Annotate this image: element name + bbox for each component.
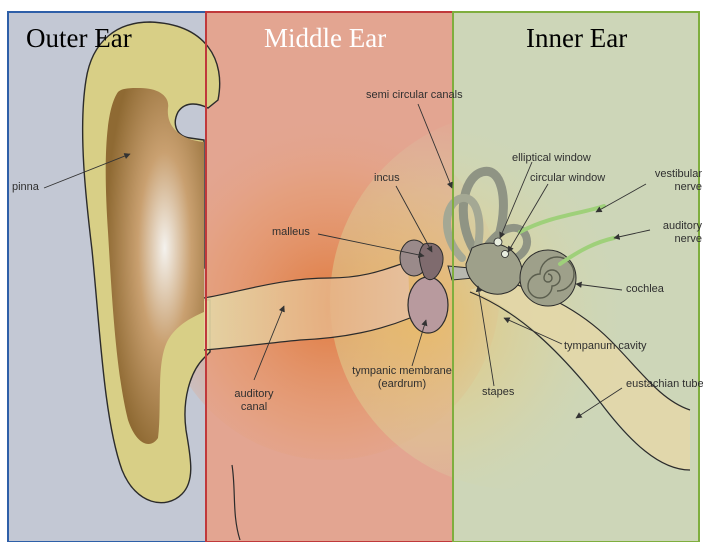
stapes-label: stapes	[482, 386, 514, 399]
tympanic-membrane-label: tympanic membrane (eardrum)	[342, 365, 462, 391]
auditory-nerve-label: auditory nerve	[642, 220, 702, 246]
cochlea-label: cochlea	[626, 283, 664, 296]
pinna-label: pinna	[12, 181, 39, 194]
auditory-canal-line-1: auditory	[226, 388, 282, 401]
tympanic-membrane-line-2: (eardrum)	[342, 378, 462, 391]
vestibular-nerve-label: vestibular nerve	[642, 168, 702, 194]
auditory-nerve-line-1: auditory	[642, 220, 702, 233]
incus-label: incus	[374, 172, 400, 185]
outer-ear-title: Outer Ear	[26, 22, 132, 54]
vestibular-nerve-line-1: vestibular	[642, 168, 702, 181]
auditory-canal-label: auditory canal	[226, 388, 282, 414]
elliptical-window-shape	[494, 238, 502, 246]
circular-window-label: circular window	[530, 172, 605, 185]
auditory-nerve-line-2: nerve	[642, 233, 702, 246]
tympanum-cavity-label: tympanum cavity	[564, 340, 647, 353]
tympanic-membrane-line-1: tympanic membrane	[342, 365, 462, 378]
eustachian-tube-label: eustachian tube	[626, 378, 703, 391]
vestibular-nerve-line-2: nerve	[642, 181, 702, 194]
auditory-canal-line-2: canal	[226, 401, 282, 414]
middle-ear-title: Middle Ear	[264, 22, 386, 54]
inner-ear-title: Inner Ear	[526, 22, 627, 54]
semi-circular-canals-label: semi circular canals	[366, 89, 463, 102]
tympanic-membrane-shape	[408, 277, 448, 333]
circular-window-shape	[502, 251, 509, 258]
malleus-label: malleus	[272, 226, 310, 239]
elliptical-window-label: elliptical window	[512, 152, 591, 165]
